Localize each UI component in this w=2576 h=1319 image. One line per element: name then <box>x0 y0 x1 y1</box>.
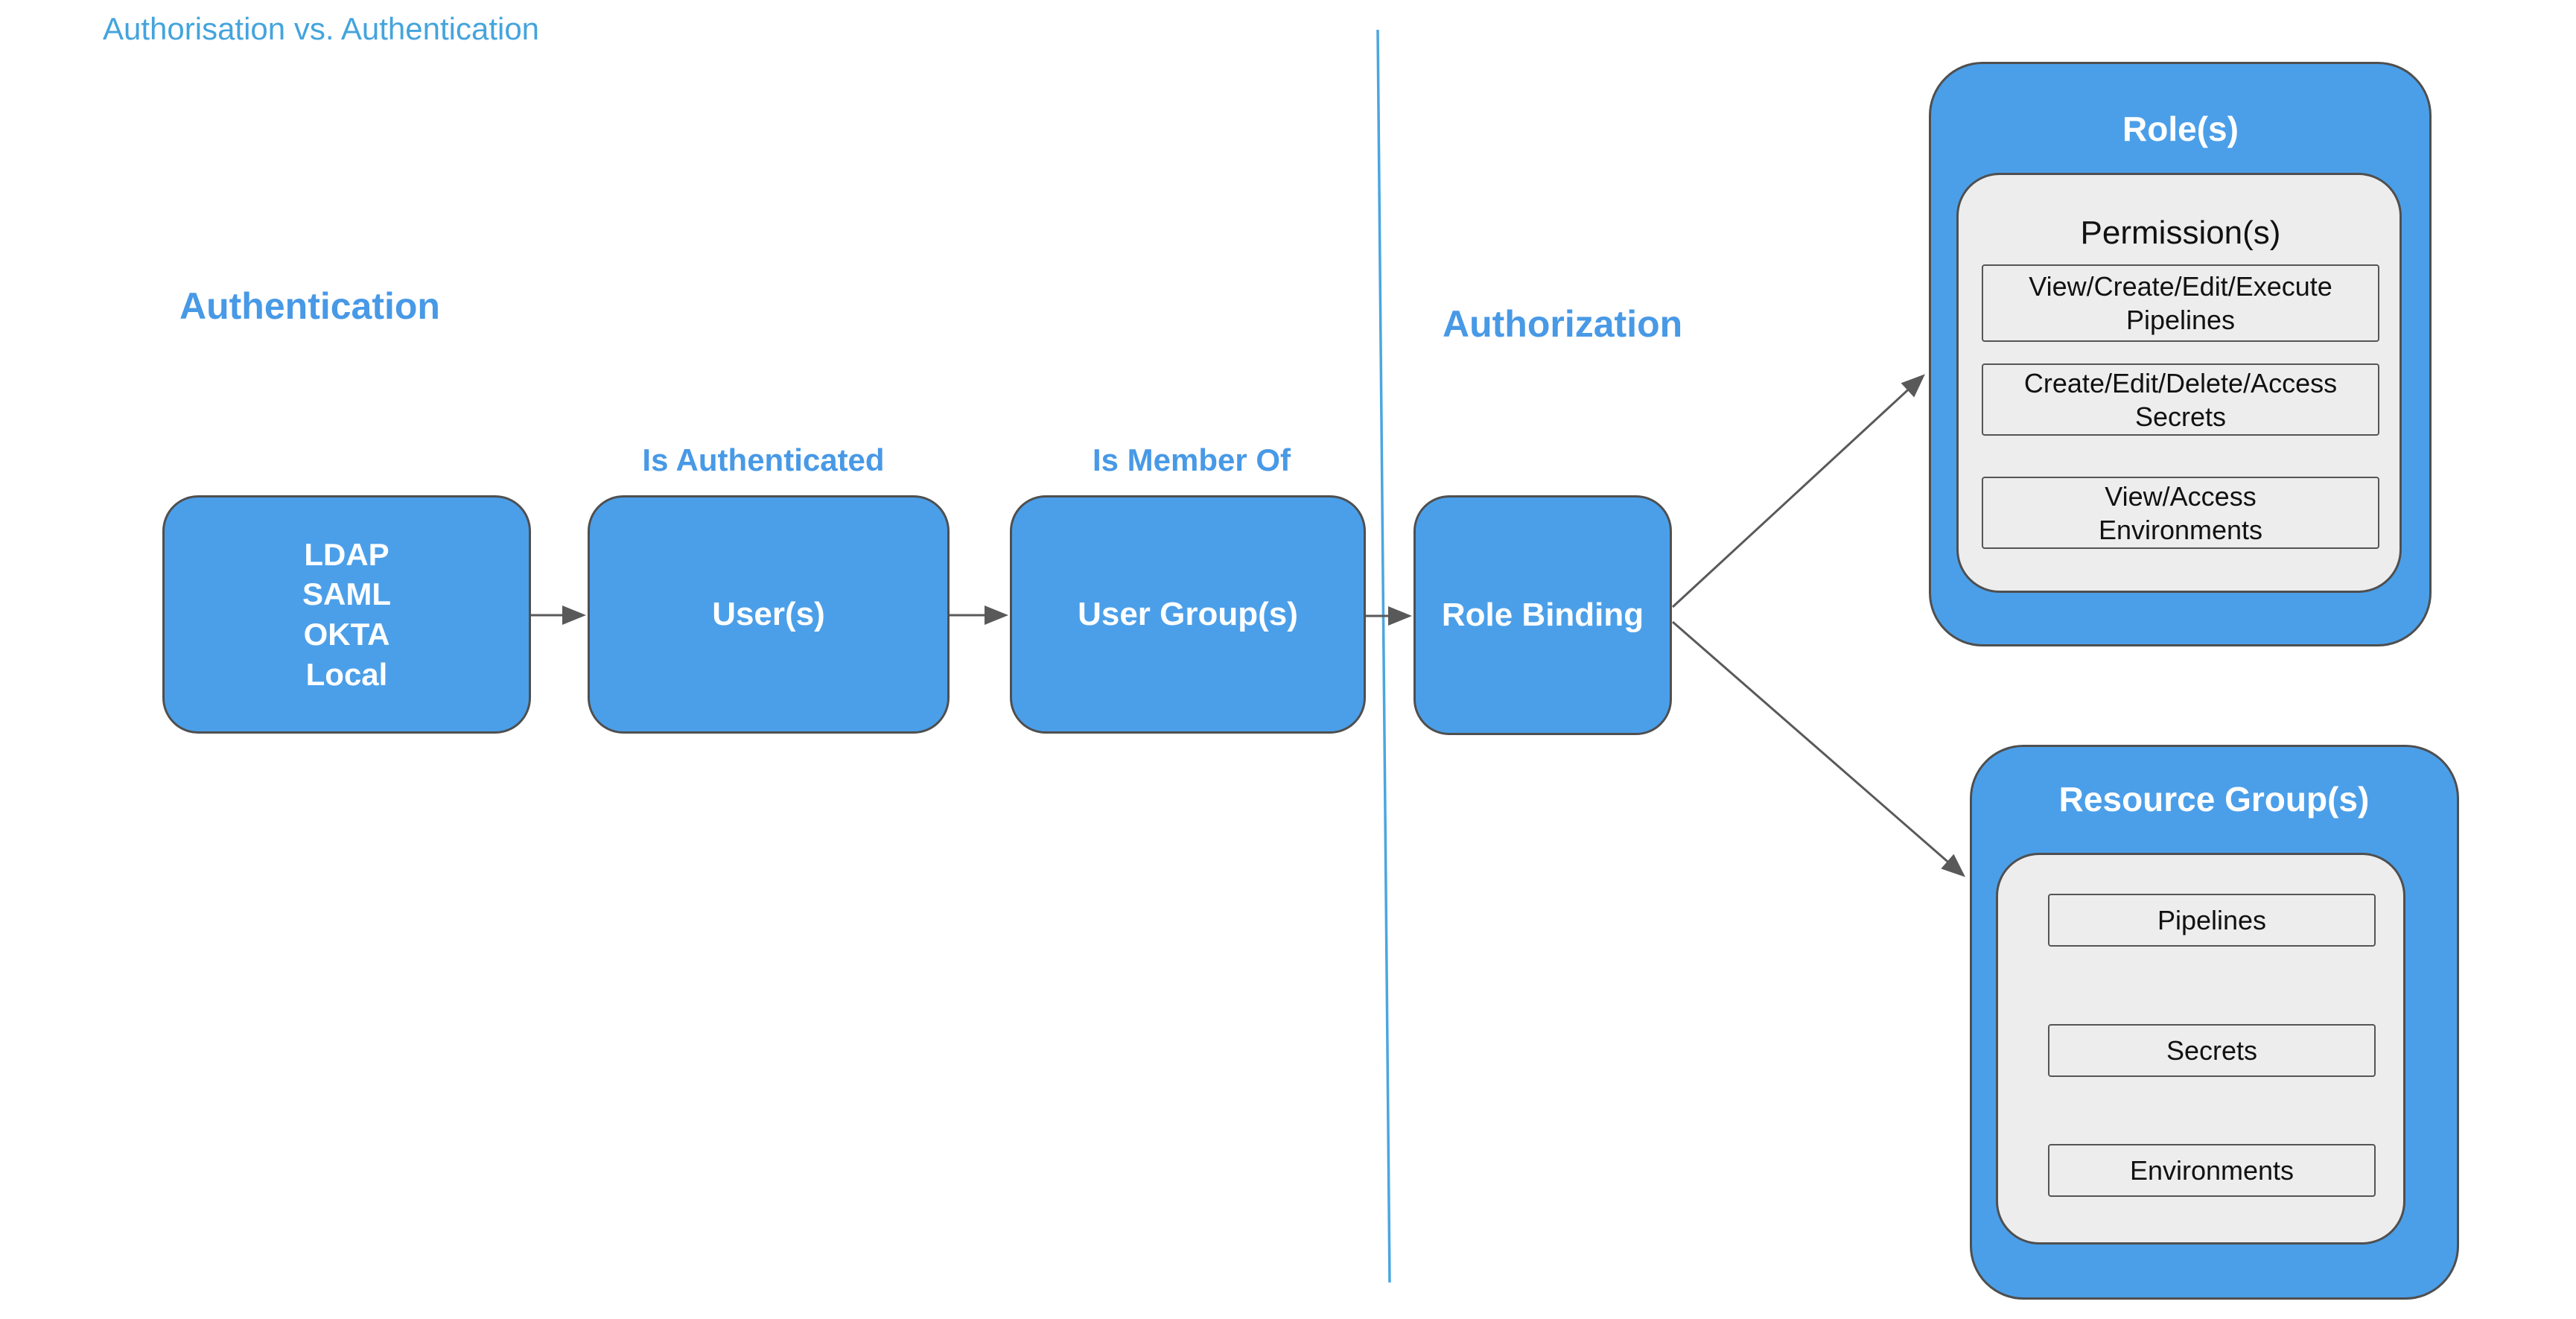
permission-item-secrets: Create/Edit/Delete/Access Secrets <box>1982 363 2379 436</box>
section-divider-line <box>1376 29 1391 1283</box>
node-role-binding: Role Binding <box>1413 495 1672 735</box>
permission-item-secrets-label: Create/Edit/Delete/Access Secrets <box>2023 367 2338 432</box>
permission-item-environments-label: View/Access Environments <box>2098 480 2263 545</box>
node-user-groups-label: User Group(s) <box>1078 595 1298 632</box>
arrow-rolebinding-to-resource-groups <box>1672 620 1966 877</box>
authorization-heading: Authorization <box>1443 303 1683 345</box>
arrow-rolebinding-to-roles <box>1671 374 1925 608</box>
resource-item-environments: Environments <box>2048 1144 2376 1197</box>
permissions-title: Permission(s) <box>2080 214 2281 251</box>
resource-groups-title: Resource Group(s) <box>2058 780 2370 819</box>
permission-item-pipelines: View/Create/Edit/Execute Pipelines <box>1982 264 2379 342</box>
roles-title: Role(s) <box>2122 109 2239 148</box>
node-role-binding-label: Role Binding <box>1441 596 1644 633</box>
node-identity-providers-label: LDAP SAML OKTA Local <box>302 536 391 692</box>
edge-label-is-authenticated: Is Authenticated <box>642 442 885 477</box>
resource-item-secrets: Secrets <box>2048 1024 2376 1077</box>
node-user-groups: User Group(s) <box>1010 495 1366 734</box>
resource-item-pipelines-label: Pipelines <box>2157 905 2267 935</box>
node-users-label: User(s) <box>712 595 825 632</box>
authentication-heading: Authentication <box>179 285 440 327</box>
node-identity-providers: LDAP SAML OKTA Local <box>162 495 531 734</box>
node-users: User(s) <box>588 495 950 734</box>
resource-item-secrets-label: Secrets <box>2166 1035 2258 1066</box>
resource-item-environments-label: Environments <box>2129 1155 2294 1186</box>
page-title: Authorisation vs. Authentication <box>103 11 540 46</box>
edge-label-is-member-of: Is Member Of <box>1092 442 1291 477</box>
resource-item-pipelines: Pipelines <box>2048 894 2376 947</box>
permission-item-environments: View/Access Environments <box>1982 477 2379 549</box>
permission-item-pipelines-label: View/Create/Edit/Execute Pipelines <box>2029 271 2332 335</box>
